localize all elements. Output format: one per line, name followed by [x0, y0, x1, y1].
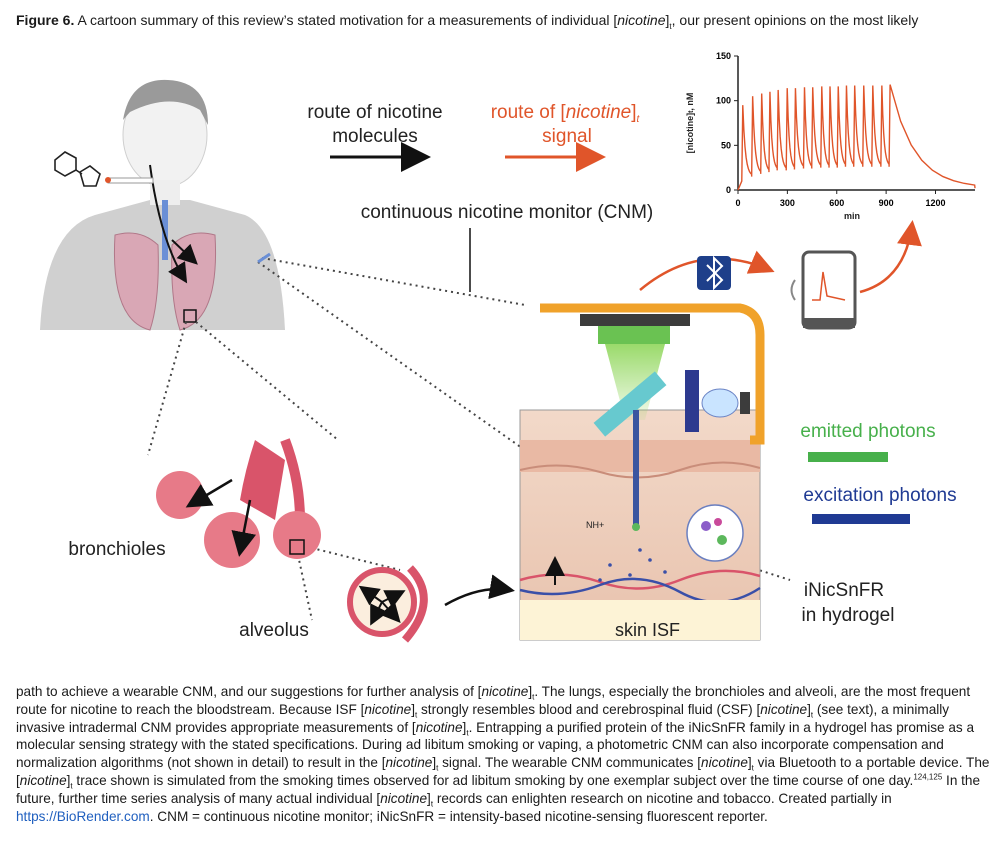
- bronchioles-illustration: bronchioles: [68, 438, 321, 568]
- hydrogel-sensor: [686, 504, 744, 562]
- biorender-link[interactable]: https://BioRender.com: [16, 808, 150, 824]
- route-signal-label-1: route of [nicotine]t: [491, 102, 641, 125]
- cnm-label: continuous nicotine monitor (CNM): [361, 202, 654, 223]
- figure-illustration: route of nicotine molecules route of [ni…: [0, 40, 1000, 660]
- figure-caption: path to achieve a wearable CNM, and our …: [16, 683, 991, 825]
- figure-header: Figure 6. A cartoon summary of this revi…: [16, 12, 919, 29]
- nicotine-trace-line: [737, 84, 976, 191]
- chart-xlabel: min: [844, 211, 860, 221]
- excitation-photons-swatch: [812, 514, 910, 524]
- route-signal-label-2: signal: [542, 126, 592, 147]
- skin-isf-label: skin ISF: [615, 620, 680, 640]
- x-tick-label: 0: [735, 198, 740, 208]
- cnm-device: [540, 303, 765, 531]
- emitted-photons-label: emitted photons: [800, 421, 935, 442]
- caption-paragraph: path to achieve a wearable CNM, and our …: [16, 684, 990, 824]
- reporter-label-1: iNicSnFR: [804, 580, 884, 601]
- y-tick-label: 50: [721, 140, 731, 150]
- person-illustration: [40, 79, 285, 331]
- photon-legend: emitted photons excitation photons iNicS…: [800, 421, 956, 626]
- y-tick-label: 150: [716, 51, 731, 61]
- emitted-photons-swatch: [808, 452, 888, 462]
- chart-ylabel: [nicotine]t, nM: [685, 93, 695, 154]
- figure-number: Figure 6.: [16, 12, 75, 28]
- route-molecules-label-2: molecules: [332, 126, 418, 147]
- x-tick-label: 300: [780, 198, 795, 208]
- phone-icon: [801, 250, 857, 330]
- y-tick-label: 100: [716, 96, 731, 106]
- reporter-label-2: in hydrogel: [802, 605, 895, 626]
- y-tick-label: 0: [726, 185, 731, 195]
- x-tick-label: 900: [879, 198, 894, 208]
- x-tick-label: 600: [829, 198, 844, 208]
- x-tick-label: 1200: [925, 198, 945, 208]
- portable-device-group: [639, 220, 922, 330]
- route-legend: route of nicotine molecules route of [ni…: [307, 102, 653, 292]
- alveolus-label: alveolus: [239, 620, 309, 641]
- excitation-photons-label: excitation photons: [803, 485, 956, 506]
- alveolus-illustration: alveolus: [239, 565, 515, 643]
- bronchioles-label: bronchioles: [68, 539, 165, 560]
- skin-block: skin ISF NH+: [519, 409, 761, 641]
- header-text: A cartoon summary of this review’s state…: [77, 12, 618, 28]
- route-molecules-label-1: route of nicotine: [307, 102, 442, 123]
- nh-label: NH+: [586, 520, 604, 530]
